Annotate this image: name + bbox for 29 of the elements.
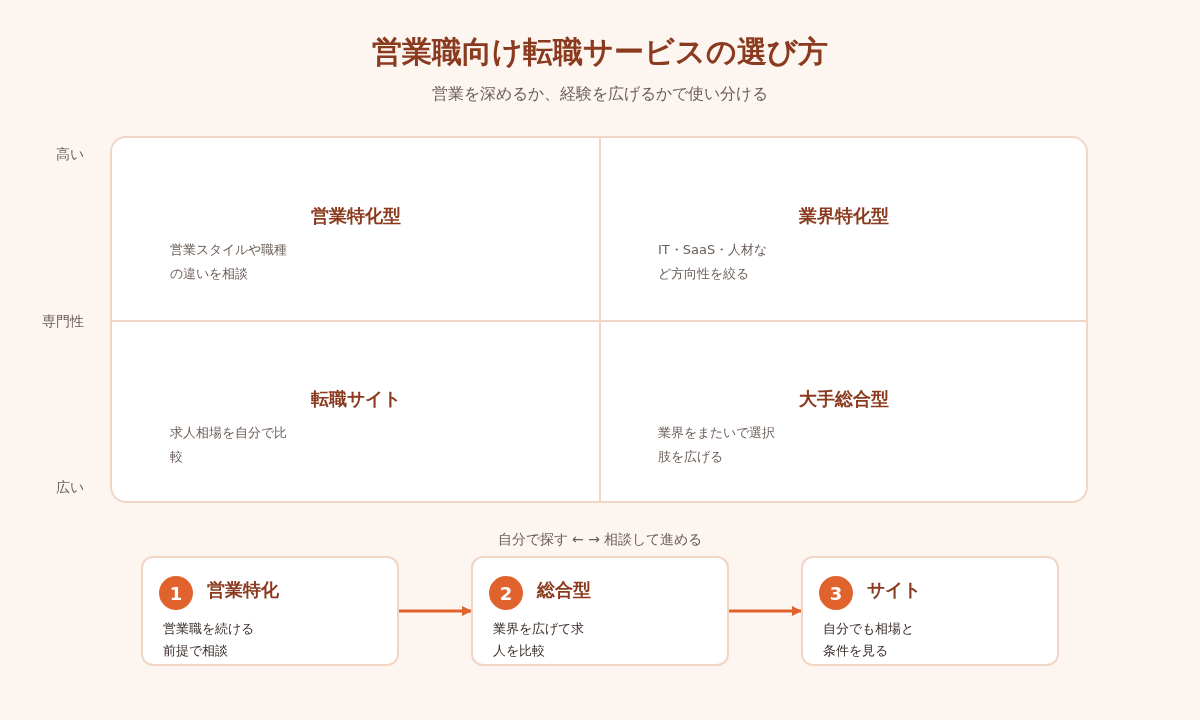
quadrant-description: 求人相場を自分で比較 <box>170 424 288 466</box>
step-description: 自分でも相場と条件を見る <box>823 620 915 660</box>
axis-label: 広い <box>56 479 84 497</box>
step-heading: 総合型 <box>537 578 591 602</box>
step-card <box>801 556 1059 666</box>
step-heading: サイト <box>867 578 921 602</box>
quadrant-heading: 営業特化型 <box>310 204 402 228</box>
quadrant-description: IT・SaaS・人材など方向性を絞る <box>658 241 769 283</box>
quadrant-description: 営業スタイルや職種の違いを相談 <box>170 241 288 283</box>
axis-label: 専門性 <box>42 313 84 331</box>
step-number-badge: 1 <box>159 576 193 610</box>
quadrant-description: 業界をまたいで選択肢を広げる <box>658 424 776 466</box>
quadrant-heading: 転職サイト <box>310 387 402 411</box>
matrix-frame <box>110 136 1088 503</box>
step-number-badge: 2 <box>489 576 523 610</box>
quadrant-heading: 業界特化型 <box>798 204 890 228</box>
quadrant-heading: 大手総合型 <box>798 387 890 411</box>
step-description: 営業職を続ける前提で相談 <box>163 620 255 660</box>
step-heading: 営業特化 <box>207 578 279 602</box>
step-card <box>141 556 399 666</box>
diagram-subtitle: 営業を深めるか、経験を広げるかで使い分ける <box>431 84 769 105</box>
diagram-title: 営業職向け転職サービスの選び方 <box>371 33 829 71</box>
step-number-badge: 3 <box>819 576 853 610</box>
step-card <box>471 556 729 666</box>
arrow <box>399 606 472 616</box>
arrow <box>729 606 802 616</box>
axis-label: 高い <box>56 146 84 164</box>
step-description: 業界を広げて求人を比較 <box>493 620 585 660</box>
axis-direction-note: 自分で探す ← → 相談して進める <box>496 531 704 549</box>
